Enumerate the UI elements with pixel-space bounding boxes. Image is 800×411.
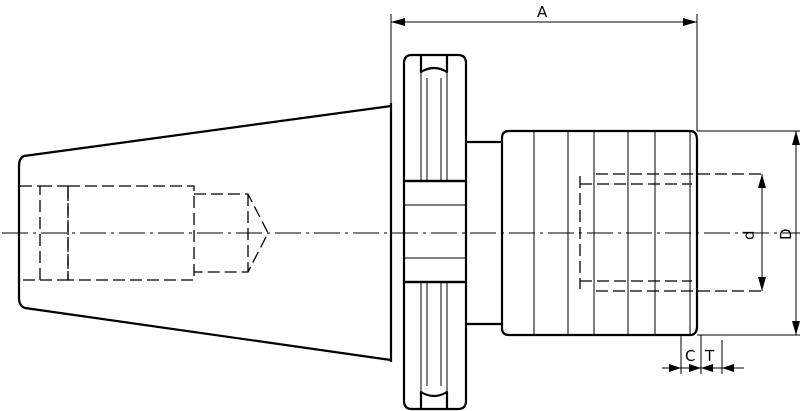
neck [466, 140, 502, 326]
flange [402, 53, 468, 411]
taper-shank [17, 103, 393, 362]
collet-nut [500, 129, 699, 337]
hidden-nut-bore [579, 173, 762, 292]
dimension-a [390, 14, 698, 131]
hidden-bore [20, 185, 269, 281]
dimension-label-a: A [537, 3, 548, 21]
dimension-d-outer [697, 130, 800, 336]
dimension-c-t [662, 335, 744, 374]
dimension-label-d-inner: d [740, 230, 758, 240]
dimension-label-c: C [685, 347, 695, 365]
dimension-label-d-outer: D [777, 228, 795, 240]
dimension-d-inner [758, 174, 766, 291]
dimension-label-t: T [704, 347, 715, 365]
